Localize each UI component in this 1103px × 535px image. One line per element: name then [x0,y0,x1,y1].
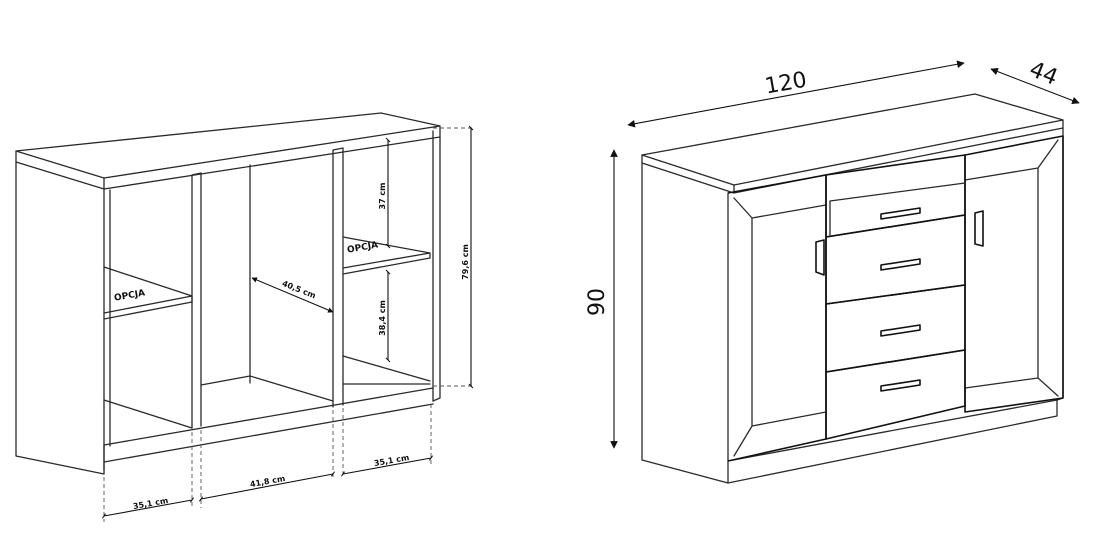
option-label-left: OPCJA [113,288,145,303]
drawer-2 [825,214,966,305]
open-cabinet-drawing: 79,6 cm 37 cm 38,4 cm 40,5 cm 35,1 cm 41… [15,112,474,522]
dim-width-right: 35,1 cm [373,453,410,468]
dim-total-height: 79,6 cm [461,244,470,280]
divider-left [191,172,202,429]
drawer-handles [880,207,921,392]
dim-width-left: 35,1 cm [132,496,169,511]
left-door [727,174,827,462]
divider-right [332,147,344,408]
dim-depth: 44 [1026,57,1061,91]
plinth [103,387,434,475]
cabinet-top [15,112,441,179]
drawer-1 [825,154,966,238]
dim-upper-height: 37 cm [378,183,387,210]
dim-height: 90 [585,288,610,316]
right-shelf [342,236,431,275]
dim-lower-height: 38,4 cm [378,300,387,336]
right-door-handle [974,210,984,247]
option-label-right: OPCJA [346,240,378,255]
left-door-handle [815,239,825,276]
closed-sideboard-drawing: 120 44 90 [585,57,1080,484]
dim-width: 120 [763,68,809,100]
left-side-panel [15,161,105,475]
left-shelf [103,266,193,320]
drawer-4 [825,349,966,440]
sideboard-plinth [727,399,1058,484]
